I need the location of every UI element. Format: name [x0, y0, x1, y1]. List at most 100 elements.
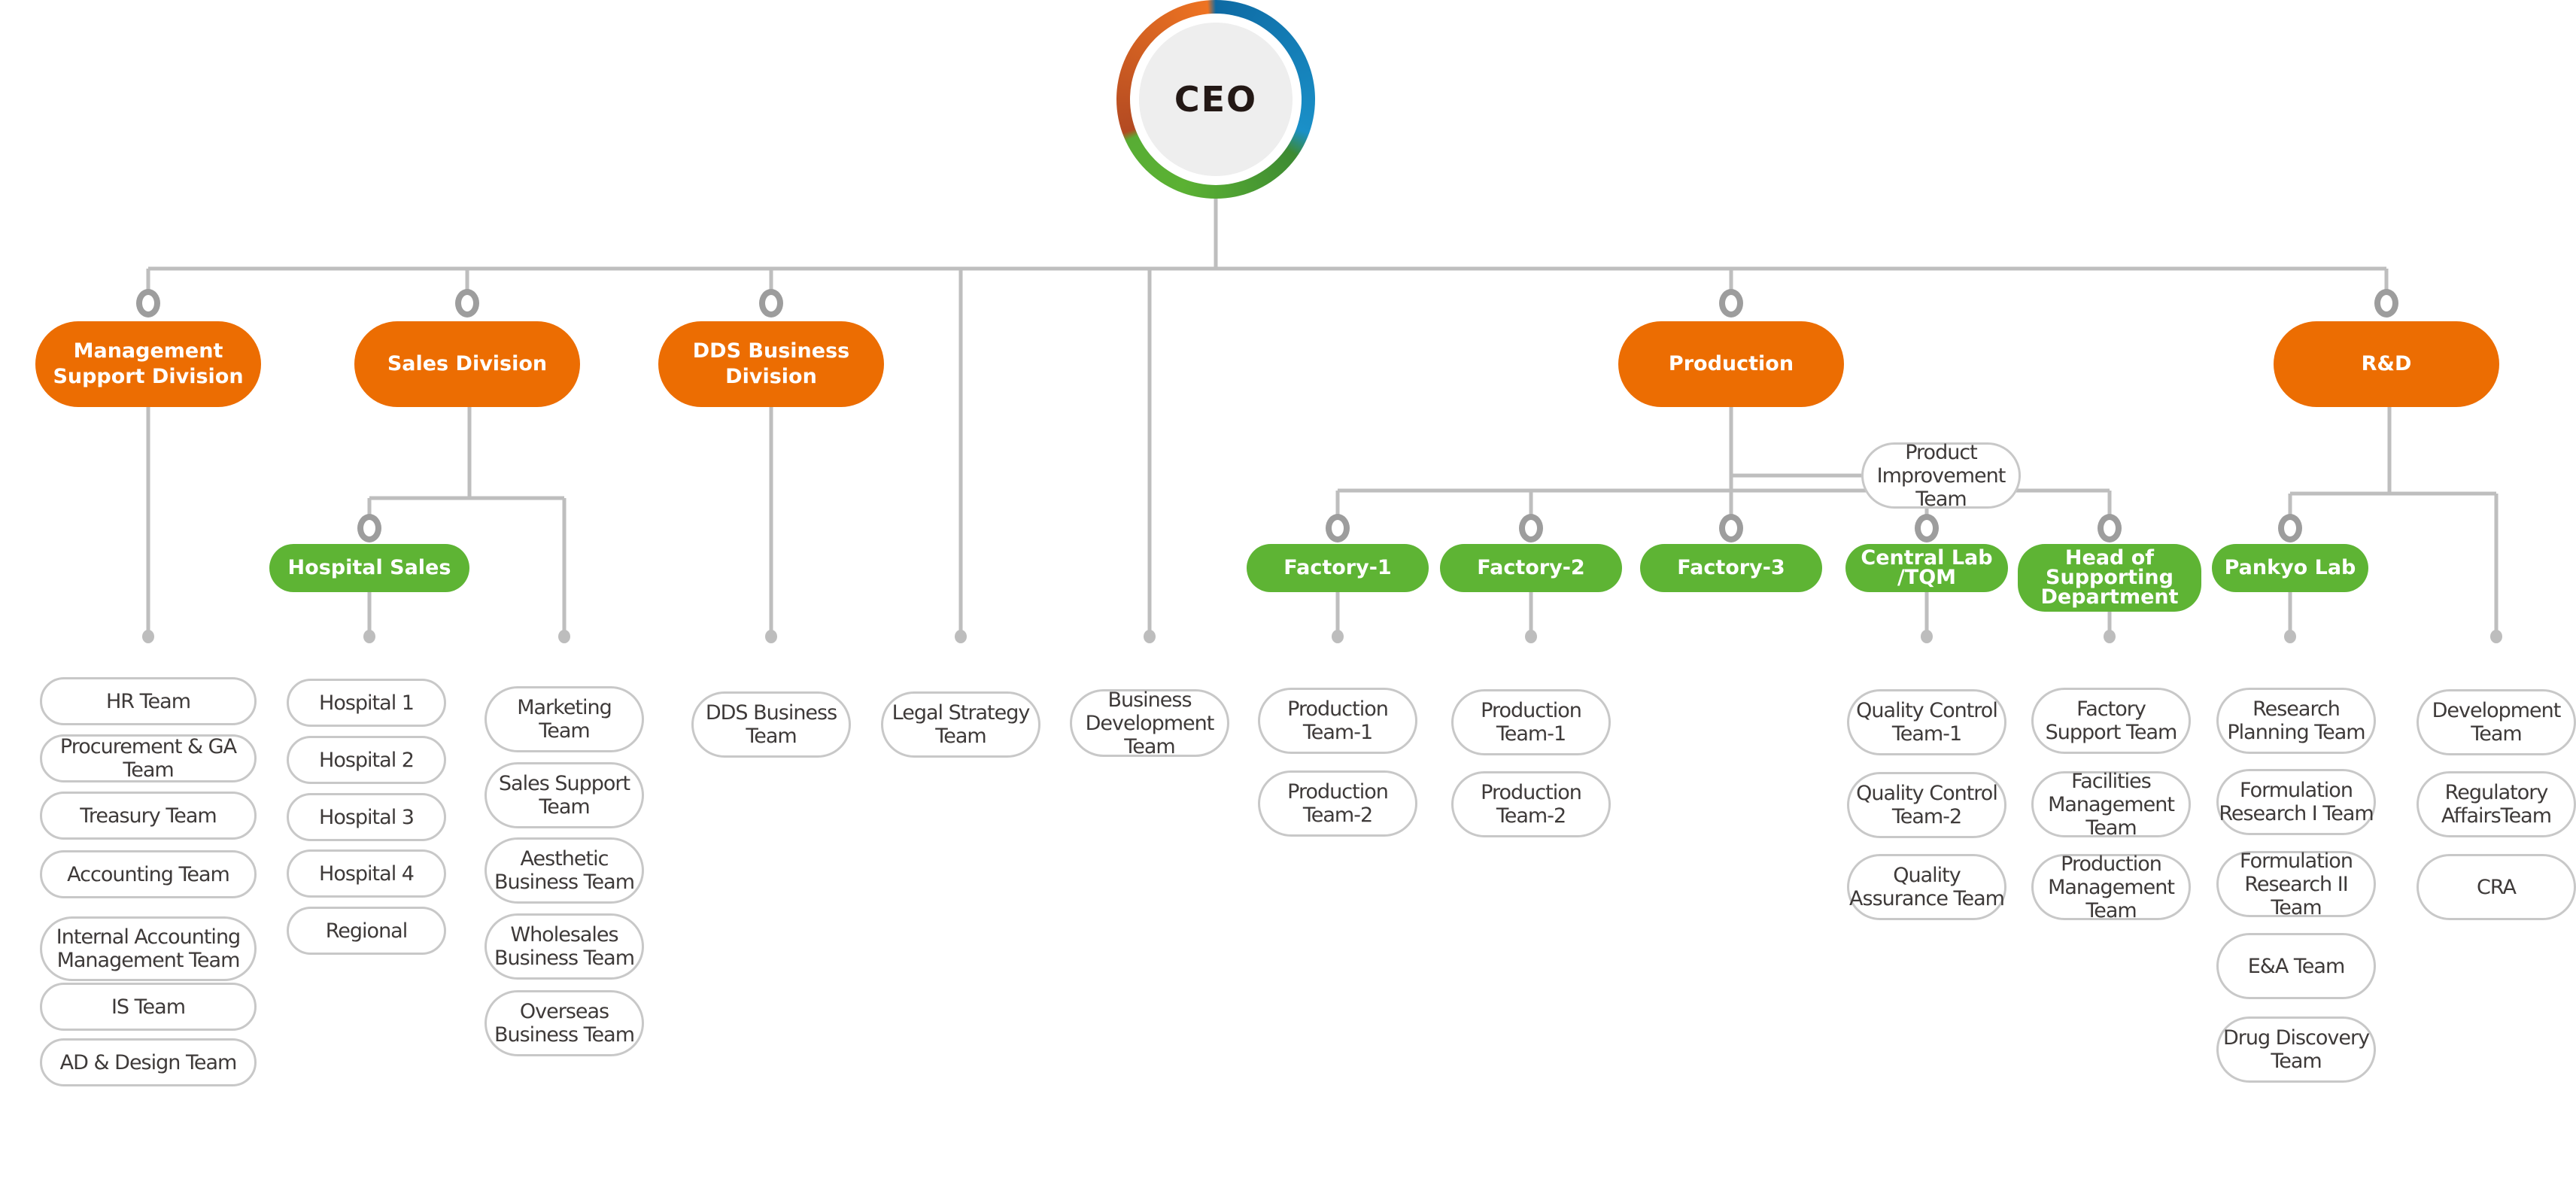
sub-unit-f1-label: Factory-1 — [1283, 556, 1392, 579]
team-f1p1[interactable]: Production Team-1 — [1258, 688, 1417, 754]
team-fr2-label: Formulation Research II Team — [2240, 849, 2353, 919]
team-whs[interactable]: Wholesales Business Team — [485, 913, 644, 980]
sub-unit-hsup-label: Head of Supporting Department — [2040, 546, 2179, 609]
team-f1p1-label: Production Team-1 — [1287, 697, 1389, 744]
sub-unit-pankyo-label: Pankyo Lab — [2224, 556, 2356, 579]
team-ad-label: AD & Design Team — [59, 1050, 238, 1074]
connector-dot-icon — [2490, 630, 2502, 643]
sub-unit-f2[interactable]: Factory-2 — [1440, 544, 1622, 592]
team-fst[interactable]: Factory Support Team — [2031, 688, 2191, 754]
team-f2p2[interactable]: Production Team-2 — [1451, 771, 1611, 837]
sub-unit-hosp-label: Hospital Sales — [287, 556, 451, 579]
connector-ring-icon — [1719, 289, 1743, 318]
division-mgmt-label: Management Support Division — [53, 339, 244, 388]
team-fmt[interactable]: Facilities Management Team — [2031, 770, 2191, 840]
team-dd-label: Drug Discovery Team — [2222, 1026, 2370, 1073]
team-dev[interactable]: Development Team — [2417, 689, 2576, 755]
team-pit-label: Product Improvement Team — [1876, 440, 2006, 511]
team-is[interactable]: IS Team — [40, 983, 257, 1031]
team-ea-label: E&A Team — [2247, 954, 2346, 978]
connector-ring-icon — [455, 289, 479, 318]
team-cra[interactable]: CRA — [2417, 854, 2576, 920]
connector-dot-icon — [955, 630, 967, 643]
team-ss-label: Sales Support Team — [498, 772, 630, 819]
sub-unit-pankyo[interactable]: Pankyo Lab — [2212, 544, 2368, 592]
sub-unit-f1[interactable]: Factory-1 — [1247, 544, 1429, 592]
team-proc-label: Procurement & GA Team — [59, 735, 237, 782]
connector-dot-icon — [1525, 630, 1537, 643]
connector-dot-icon — [363, 630, 375, 643]
team-legal-label: Legal Strategy Team — [892, 701, 1031, 748]
connector-ring-icon — [1719, 514, 1743, 542]
team-ea[interactable]: E&A Team — [2216, 933, 2376, 999]
division-prod[interactable]: Production — [1618, 321, 1844, 407]
team-dds-label: DDS Business Team — [705, 701, 837, 748]
division-mgmt[interactable]: Management Support Division — [35, 321, 261, 407]
team-reg[interactable]: Regional — [287, 907, 446, 955]
team-aes[interactable]: Aesthetic Business Team — [485, 837, 644, 904]
team-qc1-label: Quality Control Team-1 — [1856, 699, 1998, 746]
team-qc2-label: Quality Control Team-2 — [1856, 782, 1998, 828]
team-fr1-label: Formulation Research I Team — [2219, 779, 2374, 825]
team-f2p1[interactable]: Production Team-1 — [1451, 689, 1611, 755]
team-treas[interactable]: Treasury Team — [40, 792, 257, 840]
division-rnd[interactable]: R&D — [2274, 321, 2499, 407]
team-h2-label: Hospital 2 — [319, 748, 415, 772]
team-pit[interactable]: Product Improvement Team — [1861, 440, 2021, 511]
team-qa-label: Quality Assurance Team — [1849, 864, 2005, 910]
division-sales-label: Sales Division — [387, 352, 548, 375]
sub-unit-hsup[interactable]: Head of Supporting Department — [2018, 544, 2201, 612]
team-h4[interactable]: Hospital 4 — [287, 849, 446, 898]
team-ad[interactable]: AD & Design Team — [40, 1038, 257, 1086]
ceo-node[interactable]: CEO — [1116, 0, 1315, 199]
connector-ring-icon — [759, 289, 783, 318]
connector-ring-icon — [357, 514, 381, 542]
team-h3[interactable]: Hospital 3 — [287, 793, 446, 841]
team-fr1[interactable]: Formulation Research I Team — [2216, 769, 2376, 835]
team-dd[interactable]: Drug Discovery Team — [2216, 1016, 2376, 1083]
connector-ring-icon — [2278, 514, 2302, 542]
division-sales[interactable]: Sales Division — [354, 321, 580, 407]
team-hr[interactable]: HR Team — [40, 677, 257, 725]
ceo-label: CEO — [1139, 23, 1293, 176]
division-dds[interactable]: DDS Business Division — [658, 321, 884, 407]
team-proc[interactable]: Procurement & GA Team — [40, 734, 257, 782]
team-whs-label: Wholesales Business Team — [494, 923, 635, 970]
connector-ring-icon — [136, 289, 160, 318]
team-iam[interactable]: Internal Accounting Management Team — [40, 916, 257, 981]
team-qc1[interactable]: Quality Control Team-1 — [1847, 689, 2006, 755]
sub-unit-f2-label: Factory-2 — [1477, 556, 1585, 579]
sub-unit-hosp[interactable]: Hospital Sales — [269, 544, 469, 592]
team-dds[interactable]: DDS Business Team — [691, 691, 851, 758]
sub-unit-clab[interactable]: Central Lab /TQM — [1845, 544, 2008, 592]
team-ss[interactable]: Sales Support Team — [485, 762, 644, 828]
team-legal[interactable]: Legal Strategy Team — [881, 691, 1040, 758]
team-f1p2[interactable]: Production Team-2 — [1258, 770, 1417, 837]
team-ovs[interactable]: Overseas Business Team — [485, 990, 644, 1056]
team-pmt[interactable]: Production Management Team — [2031, 852, 2191, 922]
connector-ring-icon — [1326, 514, 1350, 542]
team-reg-label: Regional — [325, 919, 408, 943]
team-qa[interactable]: Quality Assurance Team — [1847, 854, 2006, 920]
team-ra[interactable]: Regulatory AffairsTeam — [2417, 771, 2576, 837]
connector-dot-icon — [765, 630, 777, 643]
connector-dot-icon — [142, 630, 154, 643]
team-qc2[interactable]: Quality Control Team-2 — [1847, 772, 2006, 838]
team-ovs-label: Overseas Business Team — [494, 1000, 635, 1047]
team-rpt[interactable]: Research Planning Team — [2216, 688, 2376, 754]
team-h1[interactable]: Hospital 1 — [287, 679, 446, 727]
team-f1p2-label: Production Team-2 — [1287, 780, 1389, 827]
team-h2[interactable]: Hospital 2 — [287, 736, 446, 784]
team-ra-label: Regulatory AffairsTeam — [2441, 781, 2552, 828]
connector-dot-icon — [558, 630, 570, 643]
team-mkt[interactable]: Marketing Team — [485, 686, 644, 752]
connector-dot-icon — [1144, 630, 1156, 643]
team-fr2[interactable]: Formulation Research II Team — [2216, 849, 2376, 919]
team-acc[interactable]: Accounting Team — [40, 850, 257, 898]
team-bizdev[interactable]: Business Development Team — [1070, 688, 1229, 758]
sub-unit-f3[interactable]: Factory-3 — [1640, 544, 1822, 592]
connector-dot-icon — [2104, 630, 2116, 643]
team-f2p1-label: Production Team-1 — [1481, 699, 1582, 746]
connector-ring-icon — [1915, 514, 1939, 542]
